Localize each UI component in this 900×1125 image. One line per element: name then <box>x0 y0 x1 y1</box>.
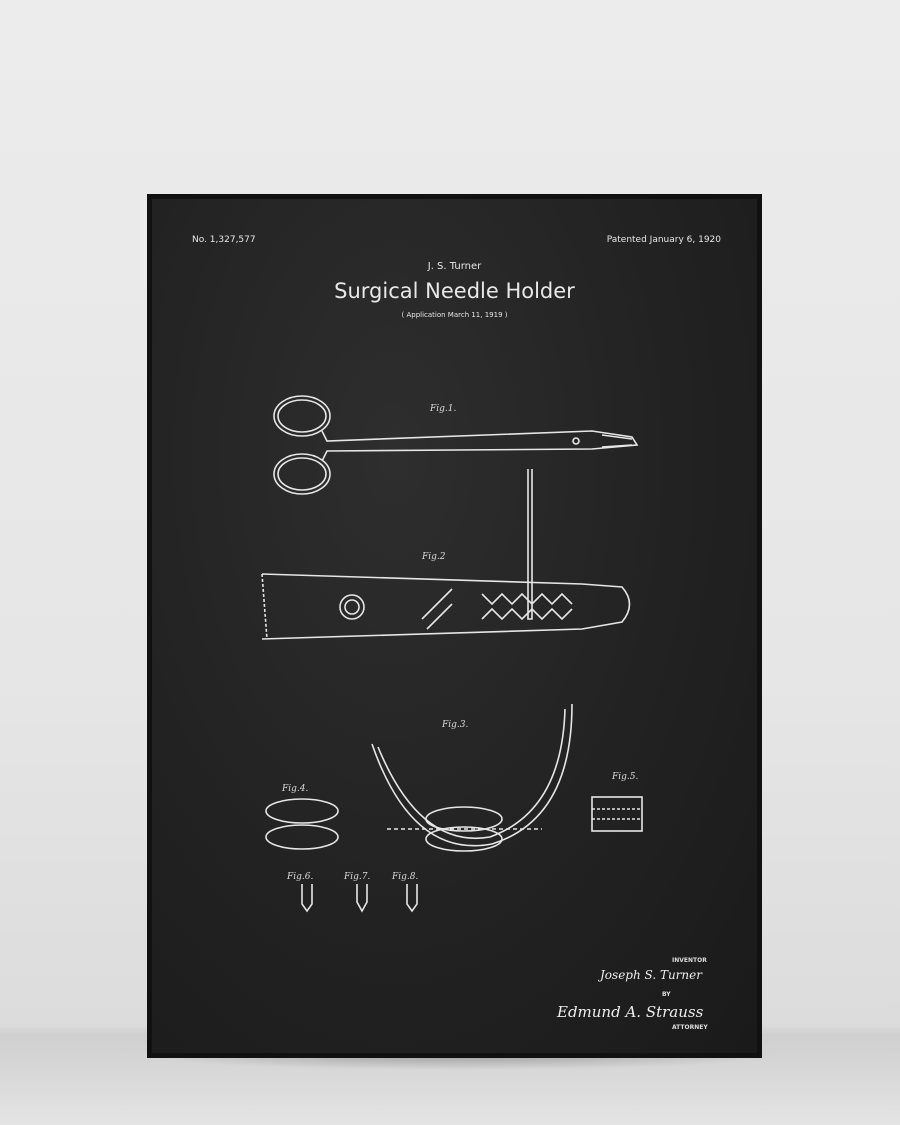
inventor-signature: Joseph S. Turner <box>597 968 703 982</box>
attorney-label: ATTORNEY <box>672 1024 708 1031</box>
fig2-jaw-detail: Fig.2 <box>261 469 631 640</box>
poster-frame: No. 1,327,577 Patented January 6, 1920 J… <box>147 194 762 1058</box>
attorney-signature: Edmund A. Strauss <box>556 1003 704 1021</box>
inventor-short: J. S. Turner <box>427 261 482 272</box>
fig5-section: Fig.5. <box>591 772 643 832</box>
fig3-curved-needle: Fig.3. <box>371 703 573 852</box>
fig4-section: Fig.4. <box>265 784 339 850</box>
patent-number: No. 1,327,577 <box>192 235 256 245</box>
patent-date: Patented January 6, 1920 <box>606 235 721 245</box>
fig1-label: Fig.1. <box>429 404 456 414</box>
application-date: ( Application March 11, 1919 ) <box>401 311 508 319</box>
inventor-label: INVENTOR <box>672 957 707 964</box>
chalkboard-poster: No. 1,327,577 Patented January 6, 1920 J… <box>152 199 757 1053</box>
poster-title: Surgical Needle Holder <box>334 279 575 303</box>
fig3-label: Fig.3. <box>441 720 468 730</box>
fig5-label: Fig.5. <box>611 772 638 782</box>
fig6-label: Fig.6. <box>286 872 313 882</box>
fig4-label: Fig.4. <box>281 784 308 794</box>
fig6-8-needle-tips: Fig.6. Fig.7. Fig.8. <box>286 872 418 913</box>
patent-drawing: Fig.1. Fig.2 Fig.3. <box>261 395 708 1031</box>
fig8-label: Fig.8. <box>391 872 418 882</box>
fig2-label: Fig.2 <box>421 552 446 562</box>
signature-block: INVENTOR Joseph S. Turner BY Edmund A. S… <box>556 957 708 1031</box>
fig7-label: Fig.7. <box>343 872 370 882</box>
by-label: BY <box>662 991 671 998</box>
fig1-needle-holder: Fig.1. <box>273 395 639 495</box>
